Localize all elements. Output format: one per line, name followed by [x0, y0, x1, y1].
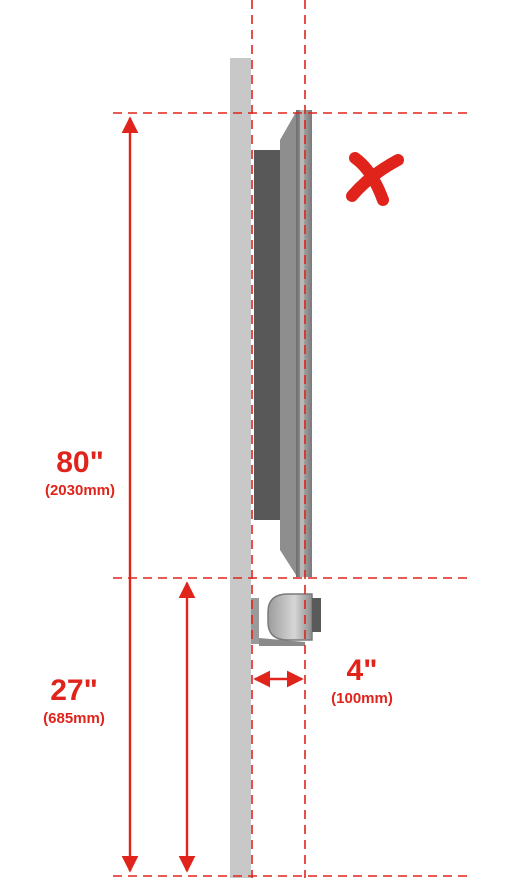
wall: [230, 58, 251, 878]
x-mark-icon: [346, 152, 404, 206]
total-height-metric-label: (2030mm): [44, 482, 116, 499]
bottom-height-label: 27": [50, 674, 98, 707]
bottom-height-metric-label: (685mm): [43, 710, 105, 727]
display-panel: [254, 110, 312, 577]
total-height-label: 80": [56, 446, 104, 479]
guide-lines: [113, 0, 470, 878]
mount-bracket: [251, 593, 321, 646]
wall-gap-metric-label: (100mm): [331, 690, 393, 707]
wall-gap-label: 4": [346, 654, 378, 687]
